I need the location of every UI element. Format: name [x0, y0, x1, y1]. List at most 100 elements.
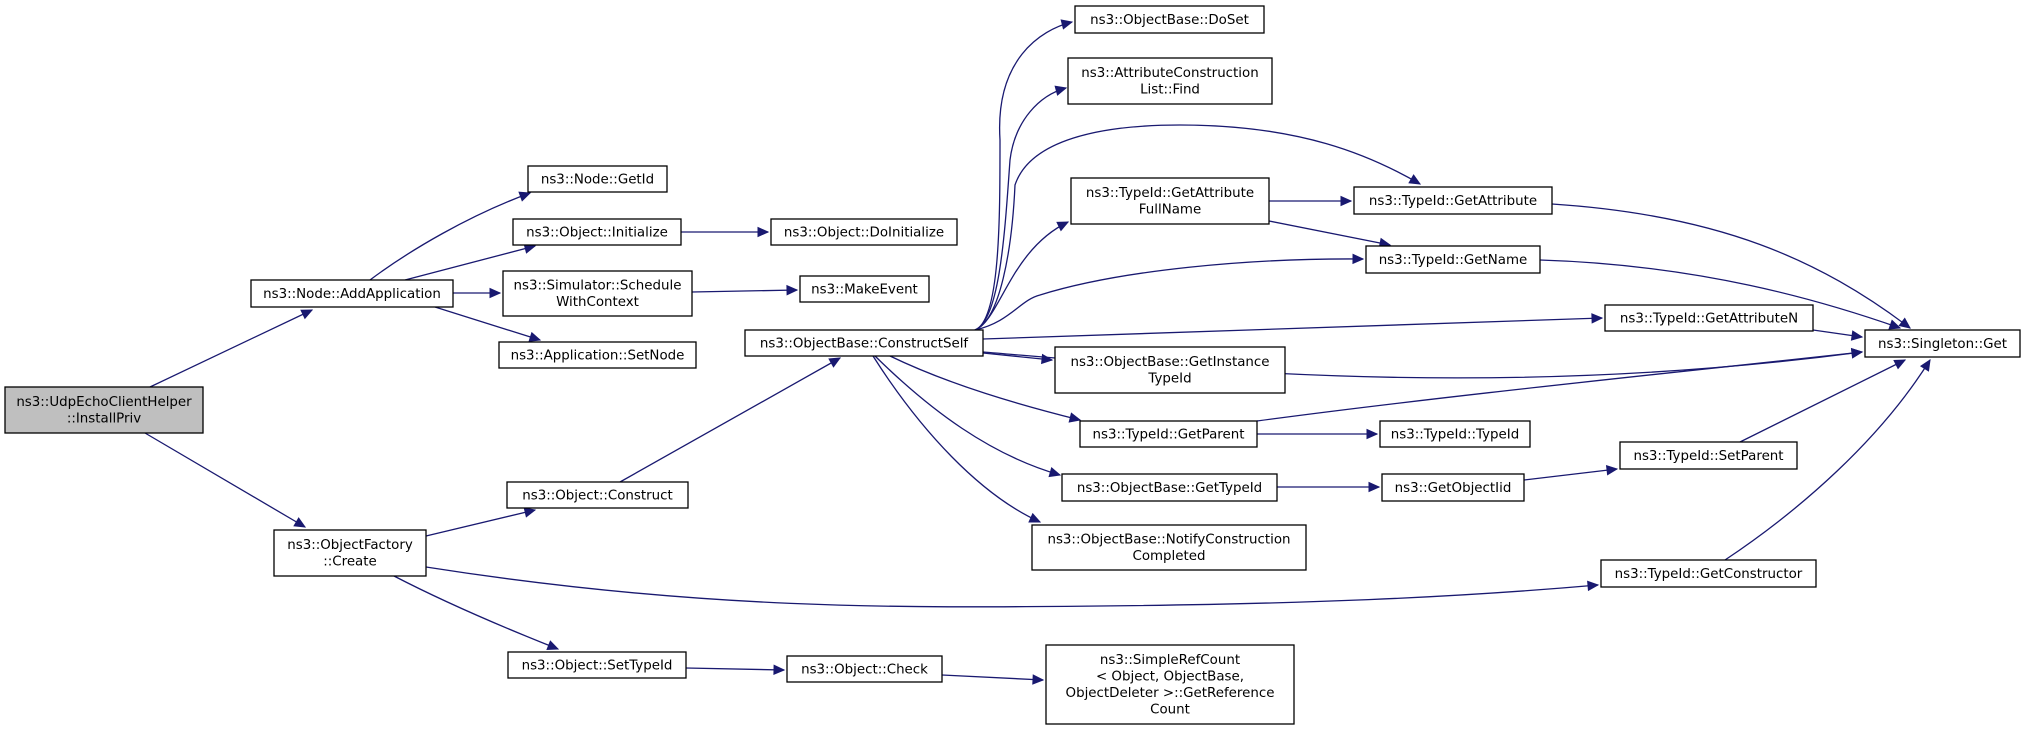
edge-line [1739, 359, 1906, 443]
node-box[interactable] [1031, 524, 1307, 571]
node-box[interactable] [512, 218, 682, 246]
node-box[interactable] [744, 329, 984, 357]
node-objConstruct[interactable]: ns3::Object::Construct [506, 481, 689, 509]
node-typeIdCtor[interactable]: ns3::TypeId::TypeId [1379, 420, 1531, 448]
node-box[interactable] [1604, 304, 1814, 332]
node-srcGetRef[interactable]: ns3::SimpleRefCount< Object, ObjectBase,… [1045, 644, 1295, 725]
node-box[interactable] [1365, 245, 1541, 274]
node-label-line: ns3::Singleton::Get [1878, 337, 2007, 352]
node-label-line: ns3::ObjectBase::GetTypeId [1077, 481, 1262, 496]
node-label-line: ns3::Node::GetId [541, 172, 654, 187]
node-box[interactable] [506, 481, 689, 509]
arrow-head-icon [1352, 253, 1365, 265]
node-box[interactable] [1074, 5, 1265, 34]
edge-line [1268, 220, 1391, 246]
node-box[interactable] [1600, 559, 1817, 588]
node-label-line: ns3::ObjectBase::ConstructSelf [760, 336, 969, 351]
edge-constructSelf-to-getAttr [974, 124, 1422, 331]
node-setNode[interactable]: ns3::Application::SetNode [498, 341, 697, 369]
node-label-line: ns3::TypeId::GetAttribute [1086, 186, 1254, 201]
node-addApp[interactable]: ns3::Node::AddApplication [250, 279, 454, 308]
node-getAttrN[interactable]: ns3::TypeId::GetAttributeN [1604, 304, 1814, 332]
node-label-line: ns3::TypeId::GetAttribute [1369, 194, 1537, 209]
node-box[interactable] [1381, 473, 1525, 502]
edge-ofCreate-to-getConstructor [425, 566, 1600, 608]
node-getAttr[interactable]: ns3::TypeId::GetAttribute [1353, 186, 1553, 215]
edge-line [974, 221, 1069, 331]
node-doSet[interactable]: ns3::ObjectBase::DoSet [1074, 5, 1265, 34]
edge-constructSelf-to-getTypeId [874, 355, 1062, 478]
arrow-head-icon [489, 287, 502, 299]
node-setParent[interactable]: ns3::TypeId::SetParent [1619, 441, 1798, 470]
node-ofCreate[interactable]: ns3::ObjectFactory::Create [273, 529, 427, 577]
node-label-line: ns3::GetObjectIid [1395, 481, 1512, 496]
node-box[interactable] [507, 651, 687, 679]
arrow-head-icon [1587, 580, 1600, 592]
node-box[interactable] [1061, 473, 1278, 502]
arrow-head-icon [1850, 330, 1864, 341]
arrow-head-icon [518, 191, 532, 202]
node-box[interactable] [1070, 177, 1270, 225]
edge-constructSelf-to-getName [974, 253, 1365, 331]
node-box[interactable] [1045, 644, 1295, 725]
node-notifyCC[interactable]: ns3::ObjectBase::NotifyConstructionCompl… [1031, 524, 1307, 571]
node-label-line: ns3::UdpEchoClientHelper [16, 395, 192, 410]
node-box[interactable] [1353, 186, 1553, 215]
node-getParent[interactable]: ns3::TypeId::GetParent [1079, 420, 1258, 448]
node-box[interactable] [1054, 346, 1286, 394]
node-box[interactable] [799, 275, 930, 303]
node-label-line: ns3::SimpleRefCount [1100, 653, 1240, 668]
arrow-head-icon [1056, 221, 1070, 232]
arrow-head-icon [1032, 674, 1045, 685]
node-makeEvent[interactable]: ns3::MakeEvent [799, 275, 930, 303]
edge-constructSelf-to-notifyCC [872, 355, 1042, 523]
node-box[interactable] [1864, 329, 2021, 358]
edge-line [149, 309, 313, 388]
edge-line [889, 355, 1081, 421]
node-getId[interactable]: ns3::Node::GetId [527, 165, 668, 193]
node-label-line: ns3::ObjectBase::DoSet [1090, 13, 1249, 28]
node-box[interactable] [1619, 441, 1798, 470]
edge-line [982, 317, 1603, 340]
edge-line [1256, 351, 1863, 422]
edge-line [982, 352, 1053, 361]
node-doInit[interactable]: ns3::Object::DoInitialize [770, 218, 958, 246]
node-getName[interactable]: ns3::TypeId::GetName [1365, 245, 1541, 274]
node-box[interactable] [786, 655, 943, 683]
node-setTypeId[interactable]: ns3::Object::SetTypeId [507, 651, 687, 679]
edge-line [425, 509, 536, 537]
node-singletonGet[interactable]: ns3::Singleton::Get [1864, 329, 2021, 358]
node-objCheck[interactable]: ns3::Object::Check [786, 655, 943, 683]
arrow-head-icon [1340, 195, 1353, 207]
node-box[interactable] [770, 218, 958, 246]
node-constructSelf[interactable]: ns3::ObjectBase::ConstructSelf [744, 329, 984, 357]
node-box[interactable] [498, 341, 697, 369]
node-box[interactable] [1067, 57, 1273, 105]
node-label-line: ::Create [323, 555, 377, 570]
node-getObjIid[interactable]: ns3::GetObjectIid [1381, 473, 1525, 502]
node-root[interactable]: ns3::UdpEchoClientHelper::InstallPriv [4, 386, 204, 434]
arrow-head-icon [1591, 313, 1604, 324]
node-getConstructor[interactable]: ns3::TypeId::GetConstructor [1600, 559, 1817, 588]
node-label-line: ns3::TypeId::GetAttributeN [1620, 311, 1798, 326]
edge-line [941, 674, 1044, 681]
node-label-line: WithContext [556, 295, 639, 310]
node-getTypeId[interactable]: ns3::ObjectBase::GetTypeId [1061, 473, 1278, 502]
edge-line [1523, 468, 1618, 481]
edge-line [1539, 259, 1901, 329]
node-box[interactable] [250, 279, 454, 308]
node-box[interactable] [502, 270, 693, 317]
node-box[interactable] [4, 386, 204, 434]
node-box[interactable] [527, 165, 668, 193]
node-box[interactable] [1079, 420, 1258, 448]
node-label-line: ns3::Object::Check [801, 662, 928, 677]
node-box[interactable] [1379, 420, 1531, 448]
arrow-head-icon [1041, 353, 1054, 365]
node-box[interactable] [273, 529, 427, 577]
node-objInit[interactable]: ns3::Object::Initialize [512, 218, 682, 246]
